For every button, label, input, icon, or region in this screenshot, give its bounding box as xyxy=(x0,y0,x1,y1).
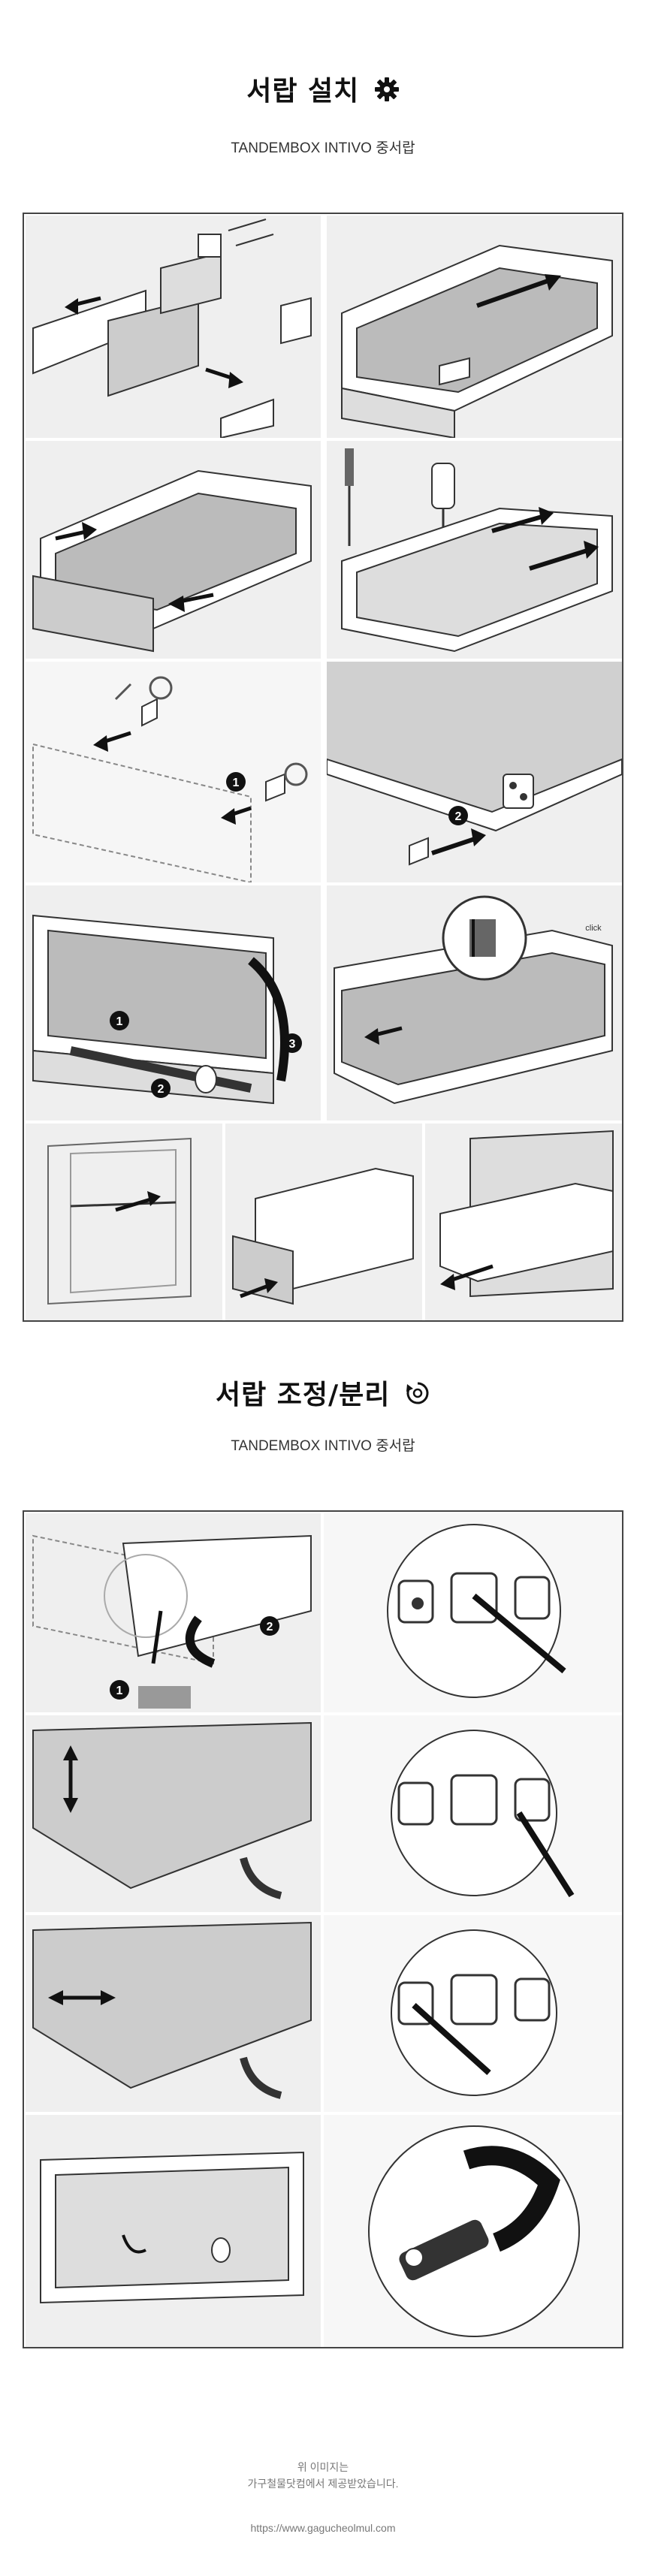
adjust-badge-1 xyxy=(110,1680,129,1700)
adjust-side-panel xyxy=(26,1915,321,2112)
gear-icon xyxy=(374,77,400,109)
adjust-side-detail-panel xyxy=(324,1915,622,2112)
step-badge-2b xyxy=(151,1078,171,1098)
step-badge-1b xyxy=(110,1011,129,1030)
adjust-badge-2-text: 2 xyxy=(267,1621,273,1633)
step-click-lock-panel: click xyxy=(327,885,622,1121)
step-insert-drawer-panel: 1 2 3 xyxy=(26,885,321,1121)
step-badge-1 xyxy=(226,772,246,792)
badge-2b-text: 2 xyxy=(158,1083,165,1096)
adjust-depth-detail-panel xyxy=(324,2115,622,2347)
step-drawer-push-panel xyxy=(225,1124,422,1320)
step-insert-bottom-panel xyxy=(327,216,622,438)
adjust-title-text: 서랍 조정/분리 xyxy=(216,1380,391,1410)
footer-url-link[interactable]: https://www.gagucheolmul.com xyxy=(250,2522,396,2534)
click-label: click xyxy=(585,924,602,933)
adjust-subtitle: TANDEMBOX INTIVO 중서랍 xyxy=(231,1438,415,1454)
step-badge-2 xyxy=(448,806,468,825)
adjust-steps-frame: 1 2 xyxy=(23,1510,623,2348)
step-screw-fixing-panel xyxy=(327,441,622,659)
cycle-icon xyxy=(405,1380,430,1413)
step-badge-3 xyxy=(282,1033,302,1053)
footer-line-1: 위 이미지는 xyxy=(297,2461,349,2473)
step-cabinet-insert-panel xyxy=(26,1124,222,1320)
badge-2-text: 2 xyxy=(455,810,462,823)
install-subtitle: TANDEMBOX INTIVO 중서랍 xyxy=(231,140,415,156)
adjust-title: 서랍 조정/분리 xyxy=(0,1373,646,1413)
step-drawer-assembled-panel xyxy=(26,441,321,659)
adjust-badge-1-text: 1 xyxy=(116,1685,123,1697)
step-attach-front-panel xyxy=(26,216,321,438)
adjust-detach-detail-panel xyxy=(324,1513,622,1712)
badge-1b-text: 1 xyxy=(116,1015,123,1028)
step-hook-drawer-panel: 2 xyxy=(327,662,622,882)
badge-3-text: 3 xyxy=(289,1038,296,1051)
badge-1-text: 1 xyxy=(233,777,240,789)
step-drawer-remove-panel xyxy=(425,1124,622,1320)
install-steps-frame: 1 2 1 2 xyxy=(23,213,623,1322)
adjust-depth-panel xyxy=(26,2115,321,2347)
adjust-height-detail-panel xyxy=(324,1715,622,1912)
step-mount-runner-panel: 1 xyxy=(26,662,321,882)
install-title: 서랍 설치 xyxy=(0,69,646,109)
install-title-text: 서랍 설치 xyxy=(246,76,360,107)
adjust-detach-panel: 1 2 xyxy=(26,1513,321,1712)
adjust-height-panel xyxy=(26,1715,321,1912)
footer-line-2: 가구철물닷컴에서 제공받았습니다. xyxy=(247,2478,399,2490)
adjust-badge-2 xyxy=(260,1616,279,1636)
